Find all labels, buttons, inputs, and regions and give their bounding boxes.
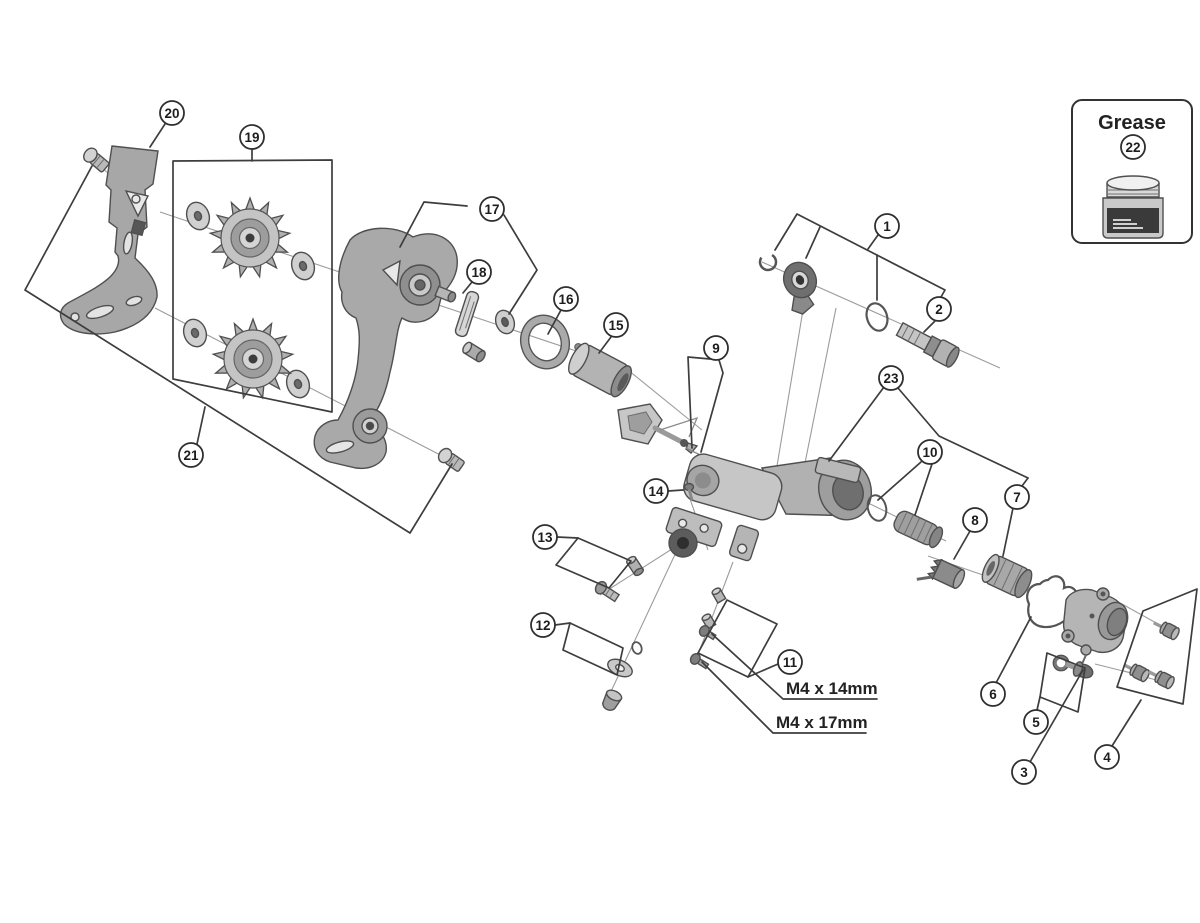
callout-16: 16 [553,286,579,312]
seal-lever [1052,654,1094,679]
pulley-boss-lower [352,408,388,444]
svg-text:17: 17 [484,202,499,217]
plate-fixing-bolt-bottom [437,447,465,472]
tension-spring-group [866,494,944,549]
callout-8: 8 [962,507,988,533]
screw-group-box [1116,588,1198,705]
svg-text:20: 20 [164,106,179,121]
spring-o-ring [866,494,888,522]
leader-lines [24,123,1198,763]
grease-jar [1102,175,1164,239]
svg-text:7: 7 [1013,490,1021,505]
cable-fixing-unit [617,403,779,497]
callout-23: 23 [878,365,904,391]
plate-fixing-bolt-top [83,147,110,173]
bracket-bolt [895,321,960,368]
inner-plate [59,145,159,335]
ratchet-drum [981,553,1033,599]
callout-18: 18 [466,259,492,285]
svg-text:9: 9 [712,341,720,356]
callout-20: 20 [159,100,185,126]
callout-22: 22 [1120,134,1146,160]
m4x14-screw [698,625,717,641]
callout-10: 10 [917,439,943,465]
svg-text:13: 13 [537,530,553,545]
svg-text:23: 23 [883,371,899,386]
svg-text:2: 2 [935,302,943,317]
callout-15: 15 [603,312,629,338]
svg-text:10: 10 [922,445,937,460]
outer-plate [313,227,458,470]
callout-21: 21 [178,442,204,468]
callout-2: 2 [926,296,952,322]
callout-11: 11 [777,649,803,675]
body-set-screw [683,482,695,501]
pulley-boss-upper [399,264,457,306]
grease-panel: Grease [1071,99,1193,244]
svg-text:5: 5 [1032,715,1040,730]
pulley-kit-box [172,159,333,413]
m4x17-screw [689,653,710,670]
m4-screws-group [689,587,727,670]
stroke-washer [494,309,516,335]
svg-text:14: 14 [648,484,664,499]
bracket-axle-unit [758,252,889,332]
guide-pulley [208,196,292,279]
svg-text:18: 18 [471,265,487,280]
callout-13: 13 [532,524,558,550]
callout-17: 17 [479,196,505,222]
callout-5: 5 [1023,709,1049,735]
grease-panel-title: Grease [1098,112,1166,134]
ratchet-pawl [916,558,966,590]
stopper-pin [454,290,486,363]
callout-12: 12 [530,612,556,638]
callout-6: 6 [980,681,1006,707]
svg-text:16: 16 [558,292,574,307]
callout-1: 1 [874,213,900,239]
callout-14: 14 [643,478,669,504]
svg-text:19: 19 [244,130,259,145]
callout-3: 3 [1011,759,1037,785]
svg-text:12: 12 [535,618,550,633]
callout-9: 9 [703,335,729,361]
plate-bumper-block [130,219,147,237]
svg-text:1: 1 [883,219,891,234]
spring-cover [568,342,632,398]
svg-text:4: 4 [1103,750,1111,765]
svg-text:11: 11 [783,655,798,670]
tension-pulley [211,317,295,400]
snap-ring [758,252,778,272]
svg-text:21: 21 [183,448,199,463]
callout-19: 19 [239,124,265,150]
svg-text:8: 8 [971,513,979,528]
pulley-washers [182,201,316,399]
main-body [665,453,872,562]
callout-4: 4 [1094,744,1120,770]
svg-text:3: 3 [1020,765,1028,780]
tension-ring [519,314,571,370]
cover-screws [1122,621,1180,690]
svg-text:22: 22 [1125,140,1140,155]
motor-unit [1061,587,1129,665]
bracket-o-ring [865,302,889,332]
svg-text:15: 15 [608,318,624,333]
b-link-bolt-group [594,555,644,603]
callout-7: 7 [1004,484,1030,510]
screw-size-label-14mm: M4 x 14mm [786,679,878,698]
svg-text:6: 6 [989,687,997,702]
jockey-pulleys [208,196,295,400]
screw-size-label-17mm: M4 x 17mm [776,713,868,732]
